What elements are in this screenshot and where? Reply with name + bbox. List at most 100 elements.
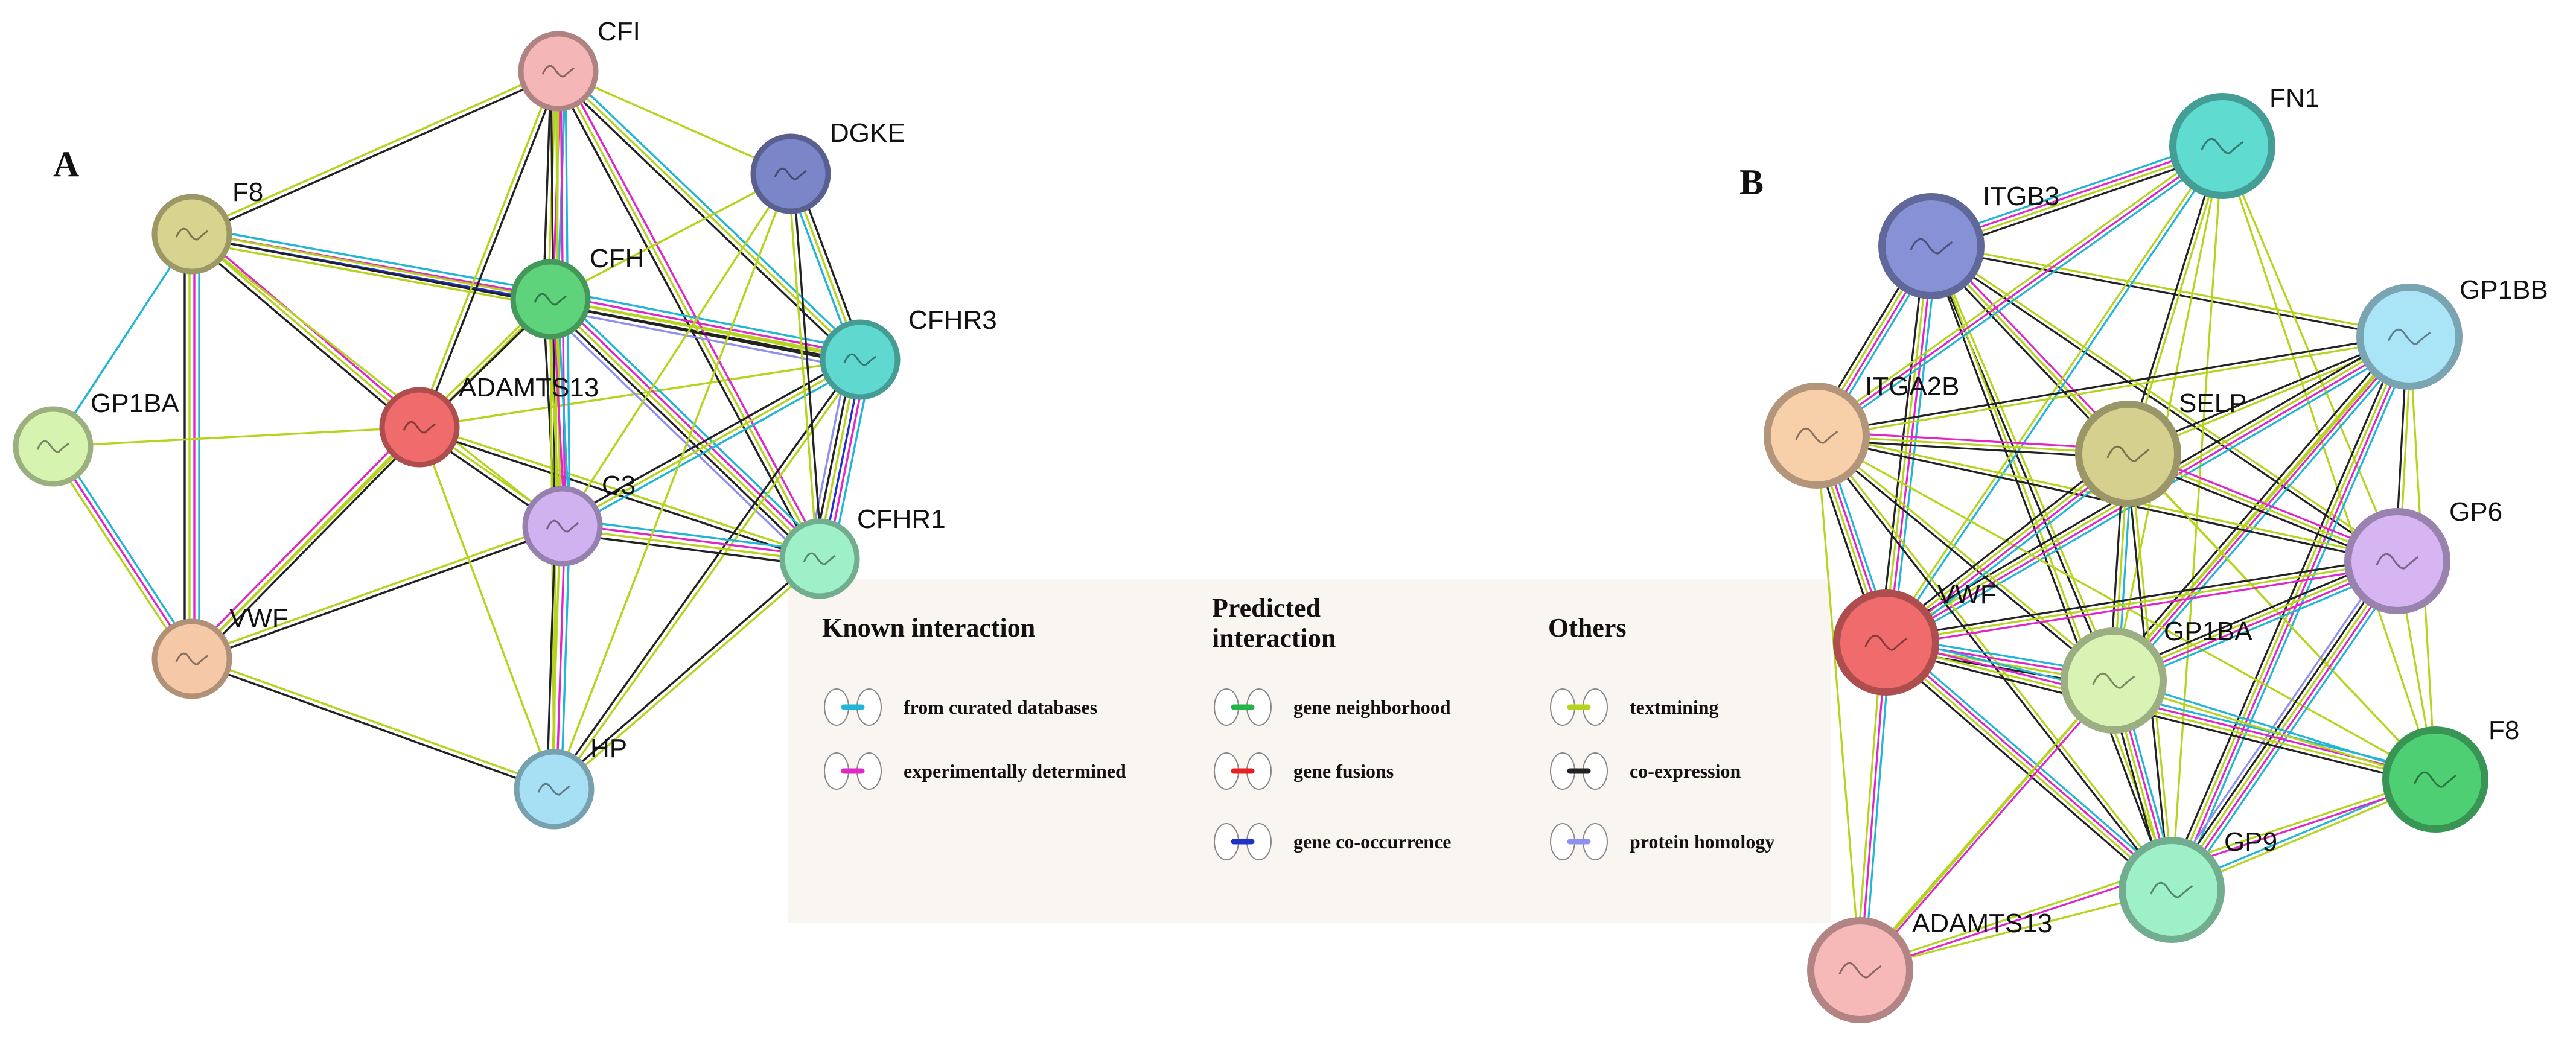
panel-a-node-label: HP xyxy=(590,734,627,763)
protein-structure-icon xyxy=(2106,445,2150,462)
panel-b-edge-itga2b-adamts13 xyxy=(1816,434,1861,971)
panel-b-node-circle xyxy=(1764,383,1870,489)
panel-a-edge-line-text xyxy=(557,70,792,175)
panel-b-edge-gp6-vwf xyxy=(1884,556,2399,648)
panel-b-edge-line-curated xyxy=(1887,146,2225,645)
protein-structure-icon xyxy=(403,421,436,434)
panel-b-node-fn1[interactable]: FN1 xyxy=(2169,83,2319,199)
panel-b-node-vwf[interactable]: VWF xyxy=(1833,580,1997,696)
protein-structure-icon xyxy=(843,353,876,366)
panel-b-edge-line-coexp xyxy=(1814,436,2114,684)
panel-b-node-f8[interactable]: F8 xyxy=(2382,716,2519,833)
protein-structure-icon xyxy=(774,167,807,180)
panel-b-node-adamts13[interactable]: ADAMTS13 xyxy=(1807,909,2052,1023)
panel-b-node-gp9[interactable]: GP9 xyxy=(2119,827,2277,943)
panel-b-edge-line-coexp xyxy=(1930,247,2410,340)
panel-a-node-gp1ba[interactable]: GP1BA xyxy=(13,389,179,487)
panel-a-edge-line-text xyxy=(48,448,190,663)
panel-b-node-selp[interactable]: SELP xyxy=(2075,389,2247,507)
panel-b-node-circle xyxy=(2169,93,2275,199)
panel-b-edge-line-coexp xyxy=(1928,246,2171,892)
panel-b-edge-line-text xyxy=(2170,560,2399,891)
panel-a-edge-line-experimental xyxy=(555,525,566,790)
panel-b-edge-line-text xyxy=(2129,145,2225,456)
panel-a-edge-f8-vwf xyxy=(183,233,200,660)
panel-a-edge-line-text xyxy=(557,70,821,560)
panel-b-edge-itga2b-gp9 xyxy=(1814,433,2175,892)
legend-item-gene-fusions: gene fusions xyxy=(1214,752,1394,790)
protein-structure-icon xyxy=(1864,634,1908,651)
panel-b-edge-line-text xyxy=(1855,641,1883,971)
protein-structure-icon xyxy=(175,652,208,665)
panel-a-edge-line-text xyxy=(787,173,818,561)
legend-heading: Predicted xyxy=(1212,593,1321,623)
panel-a-node-vwf[interactable]: VWF xyxy=(151,603,289,699)
panel-a-node-c3[interactable]: C3 xyxy=(522,471,636,567)
panel-b-node-label: VWF xyxy=(1937,580,1997,609)
panel-a-edge-f8-cfi xyxy=(190,68,561,238)
panel-b-node-itga2b[interactable]: ITGA2B xyxy=(1764,372,1960,489)
panel-a-edge-line-text xyxy=(190,68,559,233)
panel-b-edge-line-text xyxy=(2112,145,2224,682)
panel-b-edge-gp1bb-itga2b xyxy=(1815,333,2411,439)
panel-a-node-label: CFI xyxy=(598,17,640,46)
panel-b-edge-line-experimental xyxy=(1886,564,2399,648)
legend-heading: Known interaction xyxy=(822,613,1035,643)
protein-structure-icon xyxy=(537,783,570,796)
panel-a-node-circle xyxy=(820,319,901,400)
panel-a-edge-line-text xyxy=(191,233,421,428)
panel-b-node-label: SELP xyxy=(2179,389,2247,418)
panel-a-node-cfhr1[interactable]: CFHR1 xyxy=(779,504,946,599)
panel-b-edge-fn1-itga2b xyxy=(1813,141,2226,440)
panel-b-node-itgb3[interactable]: ITGB3 xyxy=(1878,182,2059,299)
panel-b-node-gp1bb[interactable]: GP1BB xyxy=(2356,275,2548,390)
panel-a-edge-line-coexp xyxy=(560,532,820,567)
panel-b-edge-line-curated xyxy=(1863,641,1892,972)
panel-a-node-cfh[interactable]: CFH xyxy=(510,244,644,340)
panel-b-edge-line-coexp xyxy=(1883,647,2435,787)
panel-b-edge-gp1ba-f8 xyxy=(2112,678,2437,783)
panel-b-edge-fn1-gp6 xyxy=(2221,145,2399,562)
panel-a-node-hp[interactable]: HP xyxy=(514,734,627,830)
panel-b-edge-line-text xyxy=(1857,678,2113,970)
panel-a-node-label: CFHR1 xyxy=(857,504,946,534)
panel-b-edge-line-coexp xyxy=(1814,436,2171,892)
panel-a-edge-cfh-dgke xyxy=(549,173,792,300)
panel-a-edge-line-text xyxy=(190,522,563,658)
panel-a-node-circle xyxy=(13,406,94,487)
panel-a-edge-line-experimental xyxy=(52,445,193,660)
panel-a-letter: A xyxy=(53,144,79,184)
panel-b-node-gp6[interactable]: GP6 xyxy=(2344,497,2502,614)
panel-b-edge-itgb3-gp1bb xyxy=(1930,243,2411,340)
protein-structure-icon xyxy=(175,227,208,241)
panel-b-edge-fn1-selp xyxy=(2125,144,2225,456)
panel-a-edge-line-experimental xyxy=(187,422,417,657)
panel-a-edge-f8-c3 xyxy=(191,233,564,527)
panel-a-node-cfhr3[interactable]: CFHR3 xyxy=(820,305,997,400)
panel-b-edge-line-text xyxy=(1859,889,2173,971)
panel-b-node-circle xyxy=(2061,627,2167,734)
panel-a-edge-cfhr1-hp xyxy=(551,556,823,792)
panel-b-node-label: GP1BA xyxy=(2164,617,2252,646)
panel-a-edge-line-curated xyxy=(560,66,865,357)
panel-a-node-circle xyxy=(522,486,603,567)
panel-b-node-label: FN1 xyxy=(2269,83,2319,113)
panel-a-node-f8[interactable]: F8 xyxy=(151,177,263,275)
panel-a-edge-hp-dgke xyxy=(553,173,792,790)
panel-b-edge-itga2b-gp1ba xyxy=(1814,433,2116,684)
panel-a-node-circle xyxy=(518,31,599,112)
panel-a-node-dgke[interactable]: DGKE xyxy=(750,118,905,214)
panel-b-edge-line-text xyxy=(2221,145,2399,562)
panel-a-edge-line-text xyxy=(561,527,821,562)
panel-b-node-gp1ba[interactable]: GP1BA xyxy=(2061,617,2252,734)
panel-a-node-cfi[interactable]: CFI xyxy=(518,17,640,112)
protein-structure-icon xyxy=(2092,672,2135,689)
panel-b-edge-line-text xyxy=(2169,335,2409,891)
panel-a-node-adamts13[interactable]: ADAMTS13 xyxy=(379,373,599,468)
legend-item-gene-co-occurrence: gene co-occurrence xyxy=(1214,823,1452,860)
